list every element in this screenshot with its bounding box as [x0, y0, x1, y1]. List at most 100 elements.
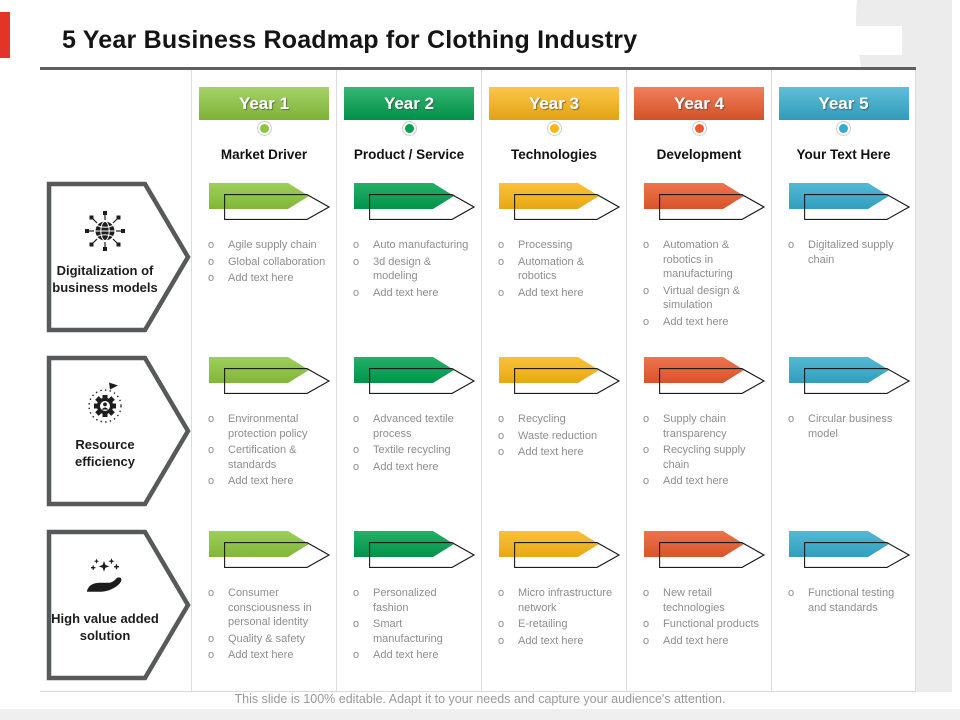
year-banner: Year 5	[778, 87, 909, 120]
row-label-text: Resource efficiency	[75, 437, 135, 469]
label-chevron: Resource efficiency	[46, 355, 192, 507]
year-marker-dot	[691, 121, 707, 136]
milestone-arrow	[789, 531, 911, 571]
year-banner: Year 3	[489, 87, 619, 120]
arrow-outline	[369, 368, 475, 394]
year-2-header: Year 2 Product / Service	[337, 70, 481, 170]
row-label-digitalization: Digitalization of business models	[40, 170, 191, 344]
year-marker-dot	[256, 121, 272, 136]
arrow-outline	[514, 542, 620, 568]
arrow-outline	[659, 542, 765, 568]
arrow-outline	[514, 368, 620, 394]
year-marker-dot	[546, 121, 562, 136]
row-label-text: High value added solution	[51, 611, 159, 643]
decorative-side-band	[916, 67, 952, 692]
year-marker-dot	[401, 121, 417, 136]
arrow-outline	[804, 194, 910, 220]
chevron-shape	[46, 355, 191, 507]
year-5-header: Year 5 Your Text Here	[772, 70, 915, 170]
milestone-arrow	[789, 183, 911, 223]
accent-bar	[0, 12, 10, 58]
hand-sparkles-icon	[87, 558, 122, 592]
arrow-outline	[514, 194, 620, 220]
label-chevron: High value added solution	[46, 529, 192, 681]
column-subtitle: Your Text Here	[796, 147, 891, 162]
column-subtitle: Technologies	[510, 147, 597, 162]
arrow-outline	[659, 194, 765, 220]
bottom-edge	[0, 709, 960, 720]
chevron-shape	[46, 181, 191, 333]
arrow-outline	[369, 542, 475, 568]
year-banner: Year 1	[199, 87, 329, 120]
milestone-arrow	[499, 357, 621, 397]
milestone-arrow	[644, 183, 766, 223]
arrow-outline	[804, 542, 910, 568]
milestone-arrow	[354, 183, 476, 223]
column-subtitle: Product / Service	[353, 147, 465, 162]
page-title: 5 Year Business Roadmap for Clothing Ind…	[62, 26, 902, 55]
milestone-arrow	[354, 531, 476, 571]
arrow-outline	[804, 368, 910, 394]
arrow-outline	[369, 194, 475, 220]
milestone-arrow	[499, 183, 621, 223]
arrow-outline	[224, 194, 330, 220]
chevron-shape	[46, 529, 191, 681]
milestone-arrow	[209, 357, 331, 397]
milestone-arrow	[644, 531, 766, 571]
year-4-header: Year 4 Development	[627, 70, 771, 170]
milestone-arrow	[789, 357, 911, 397]
row-label-text: Digitalization of business models	[52, 263, 158, 295]
